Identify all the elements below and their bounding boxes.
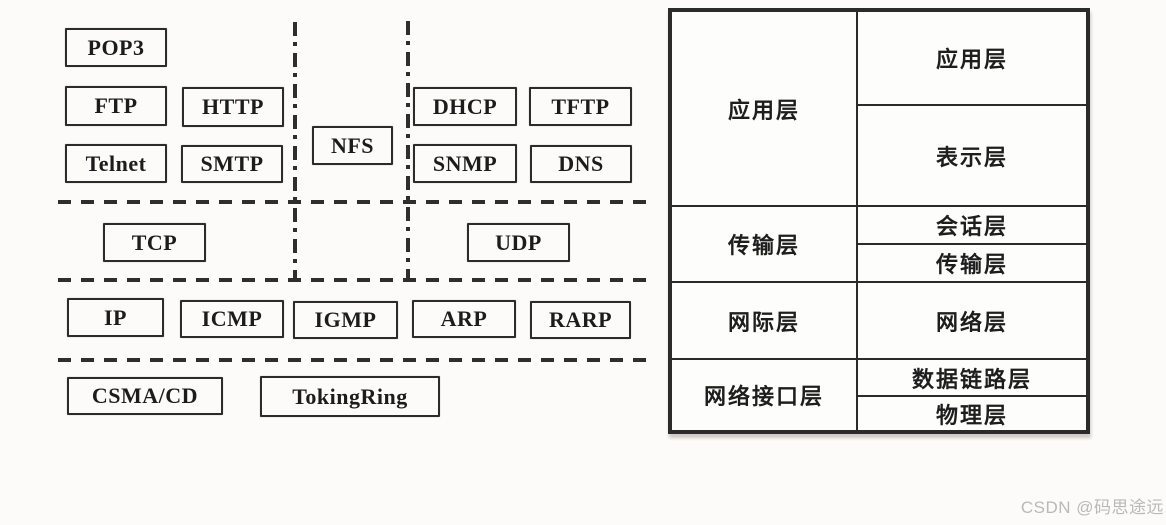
protocol-box-snmp: SNMP [413,144,517,183]
osi-session-layer-cell: 会话层 [857,206,1087,244]
layer-separator-internet-link [58,358,648,362]
column-separator-dashdot-right [406,21,410,280]
layer-mapping-table: 应用层 传输层 网际层 网络接口层 应用层 表示层 会话层 传输层 网络层 数据… [668,8,1090,434]
protocol-box-dns: DNS [530,145,632,183]
protocol-box-telnet: Telnet [65,144,167,183]
protocol-box-smtp: SMTP [181,145,283,183]
osi-presentation-layer-cell: 表示层 [857,105,1087,206]
osi-physical-layer-cell: 物理层 [857,396,1087,431]
protocol-box-pop3: POP3 [65,28,167,67]
protocol-box-rarp: RARP [530,301,631,339]
column-separator-dashdot-left [293,22,297,280]
tcpip-internet-layer-cell: 网际层 [671,282,857,359]
osi-transport-layer-cell: 传输层 [857,244,1087,282]
osi-datalink-layer-cell: 数据链路层 [857,359,1087,396]
osi-application-layer-cell: 应用层 [857,11,1087,105]
protocol-box-nfs: NFS [312,126,393,165]
protocol-box-udp: UDP [467,223,570,262]
protocol-box-ftp: FTP [65,86,167,126]
layer-separator-transport-internet [58,278,648,282]
protocol-box-tftp: TFTP [529,87,632,126]
protocol-box-tcp: TCP [103,223,206,262]
tcpip-transport-layer-cell: 传输层 [671,206,857,282]
protocol-box-icmp: ICMP [180,300,284,338]
tcpip-application-layer-cell: 应用层 [671,11,857,206]
protocol-box-http: HTTP [182,87,284,127]
osi-network-layer-cell: 网络层 [857,282,1087,359]
protocol-box-ip: IP [67,298,164,337]
protocol-box-arp: ARP [412,300,516,338]
csdn-watermark: CSDN @码思途远 [1020,498,1164,517]
protocol-box-dhcp: DHCP [413,87,517,126]
protocol-box-igmp: IGMP [293,301,398,339]
protocol-box-tokingring: TokingRing [260,376,440,417]
layer-separator-application-transport [58,200,648,204]
protocol-box-csma-cd: CSMA/CD [67,377,223,415]
tcpip-network-interface-layer-cell: 网络接口层 [671,359,857,431]
